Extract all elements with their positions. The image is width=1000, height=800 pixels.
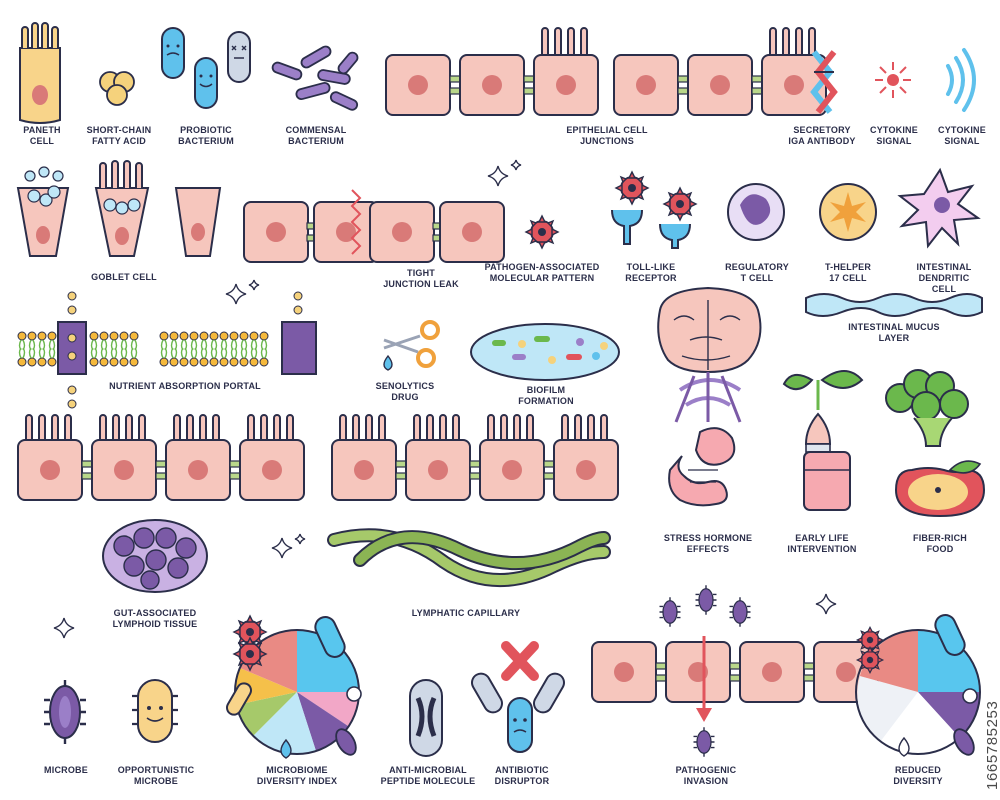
antibiotic-disruptor-icon (471, 641, 565, 753)
label-microbe: MICROBE (44, 765, 88, 775)
cytokine-signal-burst-icon (875, 62, 911, 98)
label-senolytics-drug: SENOLYTICS DRUG (375, 381, 435, 402)
label-secretory-iga-antibody: SECRETORY IGA ANTIBODY (788, 125, 856, 146)
label-intestinal-dendritic-cell: INTESTINAL DENDRITIC CELL (916, 262, 972, 294)
nutrient-absorption-portal-icon (17, 291, 317, 409)
t-helper-17-cell-icon (819, 183, 877, 241)
goblet-cell-icon (16, 160, 222, 257)
lymphatic-capillary-icon (327, 528, 611, 587)
stock-image-id: 1665785253 (984, 700, 1000, 790)
early-life-intervention-icon (782, 370, 864, 511)
label-epithelial-cell-junctions: EPITHELIAL CELL JUNCTIONS (566, 125, 648, 146)
gut-associated-lymphoid-tissue-icon (102, 519, 208, 593)
label-tight-junction-leak: TIGHT JUNCTION LEAK (383, 268, 459, 289)
label-t-helper-17-cell: T-HELPER 17 CELL (824, 262, 872, 283)
label-early-life-intervention: EARLY LIFE INTERVENTION (787, 533, 857, 554)
label-commensal-bacterium: COMMENSAL BACTERIUM (285, 125, 347, 146)
label-microbiome-diversity-index: MICROBIOME DIVERSITY INDEX (256, 765, 338, 786)
label-antibiotic-disruptor: ANTIBIOTIC DISRUPTOR (494, 765, 550, 786)
label-short-chain-fatty-acid: SHORT-CHAIN FATTY ACID (86, 125, 152, 146)
short-chain-fatty-acid-icon (99, 71, 135, 106)
sparkle-icon (53, 593, 837, 639)
label-paneth-cell: PANETH CELL (23, 125, 61, 146)
label-biofilm-formation: BIOFILM FORMATION (518, 385, 574, 406)
label-gut-associated-lymphoid-tissue: GUT-ASSOCIATED LYMPHOID TISSUE (112, 608, 198, 629)
pathogen-associated-molecular-pattern-icon (525, 215, 559, 249)
label-stress-hormone-effects: STRESS HORMONE EFFECTS (663, 533, 753, 554)
pathogenic-invasion-icon (591, 584, 879, 758)
microbiome-diversity-index-icon (226, 615, 362, 759)
toll-like-receptor-icon (611, 171, 697, 249)
label-reduced-diversity: REDUCED DIVERSITY (893, 765, 943, 786)
label-cytokine-signal-waves: CYTOKINE SIGNAL (938, 125, 986, 146)
paneth-cell-icon (19, 22, 61, 124)
regulatory-t-cell-icon (727, 183, 785, 241)
secretory-iga-antibody-icon (810, 50, 838, 114)
label-fiber-rich-food: FIBER-RICH FOOD (913, 533, 967, 554)
commensal-bacterium-icon (271, 45, 359, 111)
epithelial-row-left-icon (17, 414, 305, 501)
label-opportunistic-microbe: OPPORTUNISTIC MICROBE (117, 765, 195, 786)
label-intestinal-mucus-layer: INTESTINAL MUCUS LAYER (848, 322, 940, 343)
label-toll-like-receptor: TOLL-LIKE RECEPTOR (625, 262, 677, 283)
label-regulatory-t-cell: REGULATORY T CELL (725, 262, 789, 283)
senolytics-drug-icon (383, 320, 440, 371)
intestinal-mucus-layer-icon (805, 293, 983, 317)
sparkle-icon (271, 533, 306, 559)
sparkle-icon (225, 279, 260, 305)
opportunistic-microbe-icon (132, 679, 178, 743)
fiber-rich-food-icon (885, 369, 986, 518)
sparkle-icon (487, 159, 522, 187)
epithelial-cell-junctions-icon (385, 27, 827, 116)
stress-hormone-effects-icon (657, 286, 762, 507)
label-nutrient-absorption-portal: NUTRIENT ABSORPTION PORTAL (109, 381, 261, 391)
label-pathogenic-invasion: PATHOGENIC INVASION (675, 765, 737, 786)
microbe-icon (44, 680, 86, 744)
tight-junction-leak-icon (243, 189, 505, 263)
cytokine-signal-waves-icon (946, 48, 976, 112)
label-lymphatic-capillary: LYMPHATIC CAPILLARY (411, 608, 521, 618)
reduced-diversity-icon (855, 614, 981, 757)
intestinal-dendritic-cell-icon (897, 167, 981, 249)
epithelial-row-right-icon (331, 414, 619, 501)
anti-microbial-peptide-molecule-icon (409, 679, 443, 757)
biofilm-formation-icon (470, 323, 620, 381)
label-cytokine-signal-burst: CYTOKINE SIGNAL (870, 125, 918, 146)
label-probiotic-bacterium: PROBIOTIC BACTERIUM (178, 125, 234, 146)
label-anti-microbial-peptide-molecule: ANTI-MICROBIAL PEPTIDE MOLECULE (380, 765, 476, 786)
label-pathogen-associated-molecular-pattern: PATHOGEN-ASSOCIATED MOLECULAR PATTERN (484, 262, 600, 283)
probiotic-bacterium-icon (161, 27, 251, 109)
label-goblet-cell: GOBLET CELL (91, 272, 157, 282)
